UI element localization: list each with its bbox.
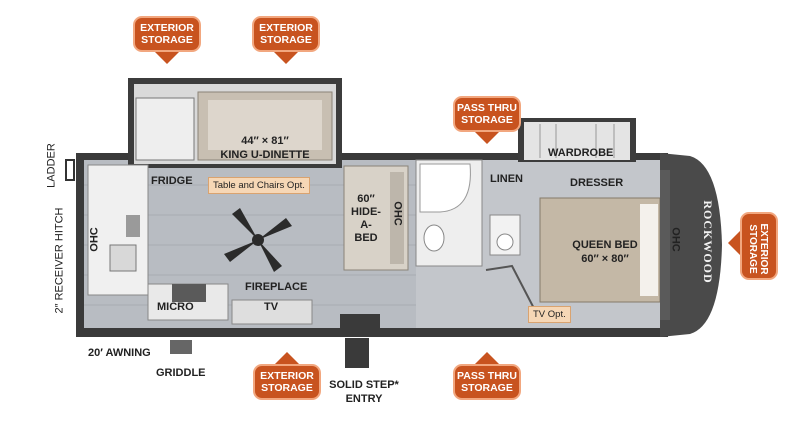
ladder-label: LADDER — [45, 143, 58, 188]
ohc-center-label: OHC — [391, 201, 404, 226]
storage-line2: STORAGE — [461, 382, 513, 394]
ceiling-fan — [224, 208, 292, 272]
micro-label: MICRO — [157, 301, 194, 313]
queen-bed-label: QUEEN BED — [572, 239, 638, 251]
table-option-tag: Table and Chairs Opt. — [208, 177, 310, 194]
storage-line2: STORAGE — [261, 382, 313, 394]
storage-line1: EXTERIOR — [758, 223, 769, 275]
fireplace-label: FIREPLACE — [245, 281, 308, 293]
receiver-hitch-label: 2″ RECEIVER HITCH — [53, 207, 66, 314]
front-cap — [660, 153, 722, 337]
tv-cabinet — [231, 299, 313, 325]
wardrobe-label: WARDROBE — [548, 147, 614, 159]
hide-a-bed-line: A- — [360, 219, 372, 231]
entry-label: SOLID STEP* ENTRY — [324, 378, 404, 406]
hide-a-bed-line: HIDE- — [351, 206, 381, 218]
fridge-label: FRIDGE — [151, 175, 193, 187]
storage-line1: PASS THRU — [457, 370, 517, 382]
dresser-label: DRESSER — [570, 177, 624, 189]
tv-option-tag: TV Opt. — [528, 306, 571, 323]
awning-label: 20′ AWNING — [88, 347, 151, 359]
linen-label: LINEN — [490, 173, 523, 185]
hide-a-bed-line: BED — [354, 232, 378, 244]
griddle-label: GRIDDLE — [156, 367, 206, 379]
tv-label: TV — [264, 301, 279, 313]
brand-logo: ROCKWOOD — [701, 200, 715, 284]
ohc-right-label: OHC — [669, 227, 682, 252]
storage-line1: EXTERIOR — [260, 370, 314, 382]
fridge-block — [135, 97, 195, 161]
storage-line1: EXTERIOR — [259, 22, 313, 34]
ohc-left-label: OHC — [88, 227, 101, 252]
storage-line1: EXTERIOR — [140, 22, 194, 34]
hide-a-bed-label: 60″ HIDE- A- BED — [344, 193, 388, 245]
kitchen-counter — [87, 164, 149, 296]
storage-line1: PASS THRU — [457, 102, 517, 114]
dinette-size-label: 44″ × 81″ — [241, 135, 289, 147]
storage-line2: STORAGE — [141, 34, 193, 46]
entry-line: SOLID STEP* — [329, 379, 399, 391]
entry-line: ENTRY — [345, 393, 383, 405]
queen-size-label: 60″ × 80″ — [581, 253, 629, 265]
storage-line2: STORAGE — [461, 114, 513, 126]
hide-a-bed-line: 60″ — [357, 193, 375, 205]
storage-line2: STORAGE — [747, 224, 758, 274]
storage-line2: STORAGE — [260, 34, 312, 46]
dinette-name-label: KING U-DINETTE — [220, 149, 310, 161]
